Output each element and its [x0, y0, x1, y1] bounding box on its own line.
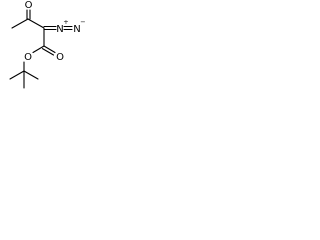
- bond-ester-carbonyl-b: [41, 48, 55, 56]
- bond-tert-methyl-left: [9, 70, 25, 80]
- ester-ether-oxygen-label: O: [24, 52, 32, 63]
- ketone-oxygen-label: O: [25, 0, 33, 11]
- bond-tert-methyl-right: [23, 70, 39, 80]
- diazo-n1-label: N: [56, 24, 63, 35]
- bond-ester-ether: [32, 45, 45, 54]
- bond-ketone-alpha: [27, 18, 45, 29]
- ester-carbonyl-oxygen-label: O: [56, 52, 64, 63]
- bond-ester-carbonyl-a: [43, 45, 56, 54]
- bond-methyl-ketone: [11, 18, 29, 29]
- molecule-structure: O N + N − O O: [9, 0, 86, 89]
- diazo-n1-charge: +: [63, 18, 68, 26]
- diazo-n2-label: N: [73, 24, 80, 35]
- diazo-n2-charge: −: [80, 18, 85, 26]
